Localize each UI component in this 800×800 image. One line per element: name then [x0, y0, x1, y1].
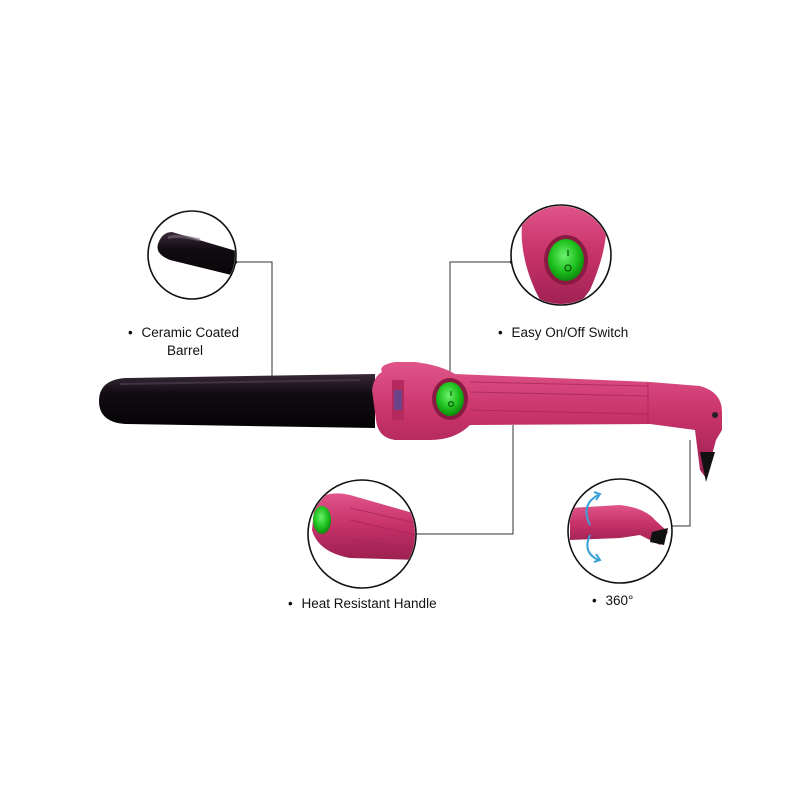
callout-rotation-circle: [567, 478, 673, 584]
curling-iron: [99, 362, 722, 482]
barrel-callout-line2: Barrel: [167, 343, 204, 358]
handle-callout-text: Heat Resistant Handle: [301, 596, 437, 611]
rotation-callout-text: 360°: [605, 593, 634, 608]
barrel-callout-label: Ceramic Coated Barrel: [128, 324, 258, 360]
callout-barrel-circle: [147, 210, 237, 300]
switch-callout-label: Easy On/Off Switch: [498, 324, 629, 342]
callout-switch-circle: [510, 204, 612, 306]
handle-callout-label: Heat Resistant Handle: [288, 595, 437, 613]
rotate-360-icon: [585, 491, 602, 563]
switch-callout-text: Easy On/Off Switch: [511, 325, 629, 340]
callout-handle-circle: [307, 479, 417, 589]
power-on-off-icon: [448, 391, 455, 408]
connector-lines: [235, 261, 691, 535]
on-off-switch: [436, 382, 464, 416]
barrel-callout-line1: Ceramic Coated: [141, 325, 240, 340]
ceramic-barrel: [99, 374, 375, 428]
heat-resistant-handle: [372, 362, 722, 478]
rotation-callout-label: 360°: [592, 592, 634, 610]
